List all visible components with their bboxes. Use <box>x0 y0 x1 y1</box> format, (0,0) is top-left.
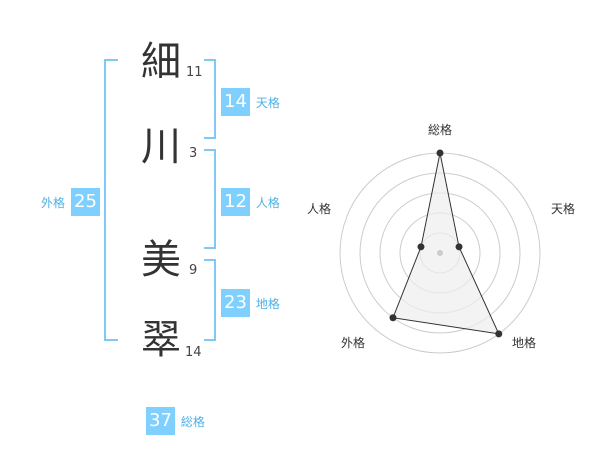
chikaku-value: 23 <box>221 289 250 317</box>
gaikaku-bracket <box>104 59 118 341</box>
radar-label-tenkaku: 天格 <box>551 201 575 216</box>
name-char-1: 細 <box>141 39 181 85</box>
radar-center-dot <box>437 250 443 256</box>
radar-label-gaikaku: 外格 <box>341 335 365 350</box>
tenkaku-bracket <box>204 59 216 139</box>
radar-point <box>436 149 444 157</box>
soukaku-value: 37 <box>146 407 175 435</box>
name-char-3: 美 <box>141 237 181 283</box>
chikaku-bracket <box>204 259 216 341</box>
radar-label-chikaku: 地格 <box>512 335 536 350</box>
name-char-2: 川 <box>141 124 181 170</box>
radar-point <box>389 314 397 322</box>
jinkaku-value: 12 <box>221 188 250 216</box>
radar-labels: 総格 天格 地格 外格 人格 <box>307 122 575 350</box>
tenkaku-badge: 14 天格 <box>221 88 280 116</box>
tenkaku-label: 天格 <box>255 95 280 110</box>
radar-point <box>495 330 503 338</box>
name-char-4: 翠 <box>141 317 181 363</box>
chikaku-badge: 23 地格 <box>221 289 280 317</box>
soukaku-label: 総格 <box>180 414 205 429</box>
tenkaku-value: 14 <box>221 88 250 116</box>
soukaku-badge: 37 総格 <box>146 407 205 435</box>
stroke-count-3: 9 <box>189 263 198 278</box>
radar-label-soukaku: 総格 <box>428 122 452 137</box>
jinkaku-bracket <box>204 149 216 249</box>
radar-points <box>389 149 503 338</box>
jinkaku-badge: 12 人格 <box>221 188 280 216</box>
stroke-count-4: 14 <box>185 345 202 360</box>
gaikaku-label: 外格 <box>41 195 66 210</box>
gaikaku-value: 25 <box>71 188 100 216</box>
radar-shape <box>392 152 500 335</box>
radar-point <box>417 243 425 251</box>
radar-point <box>455 243 463 251</box>
gaikaku-badge: 外格 25 <box>41 188 100 216</box>
jinkaku-label: 人格 <box>255 195 280 210</box>
radar-label-jinkaku: 人格 <box>307 201 331 216</box>
stroke-count-2: 3 <box>189 146 198 161</box>
stroke-count-1: 11 <box>186 65 203 80</box>
chikaku-label: 地格 <box>255 296 280 311</box>
